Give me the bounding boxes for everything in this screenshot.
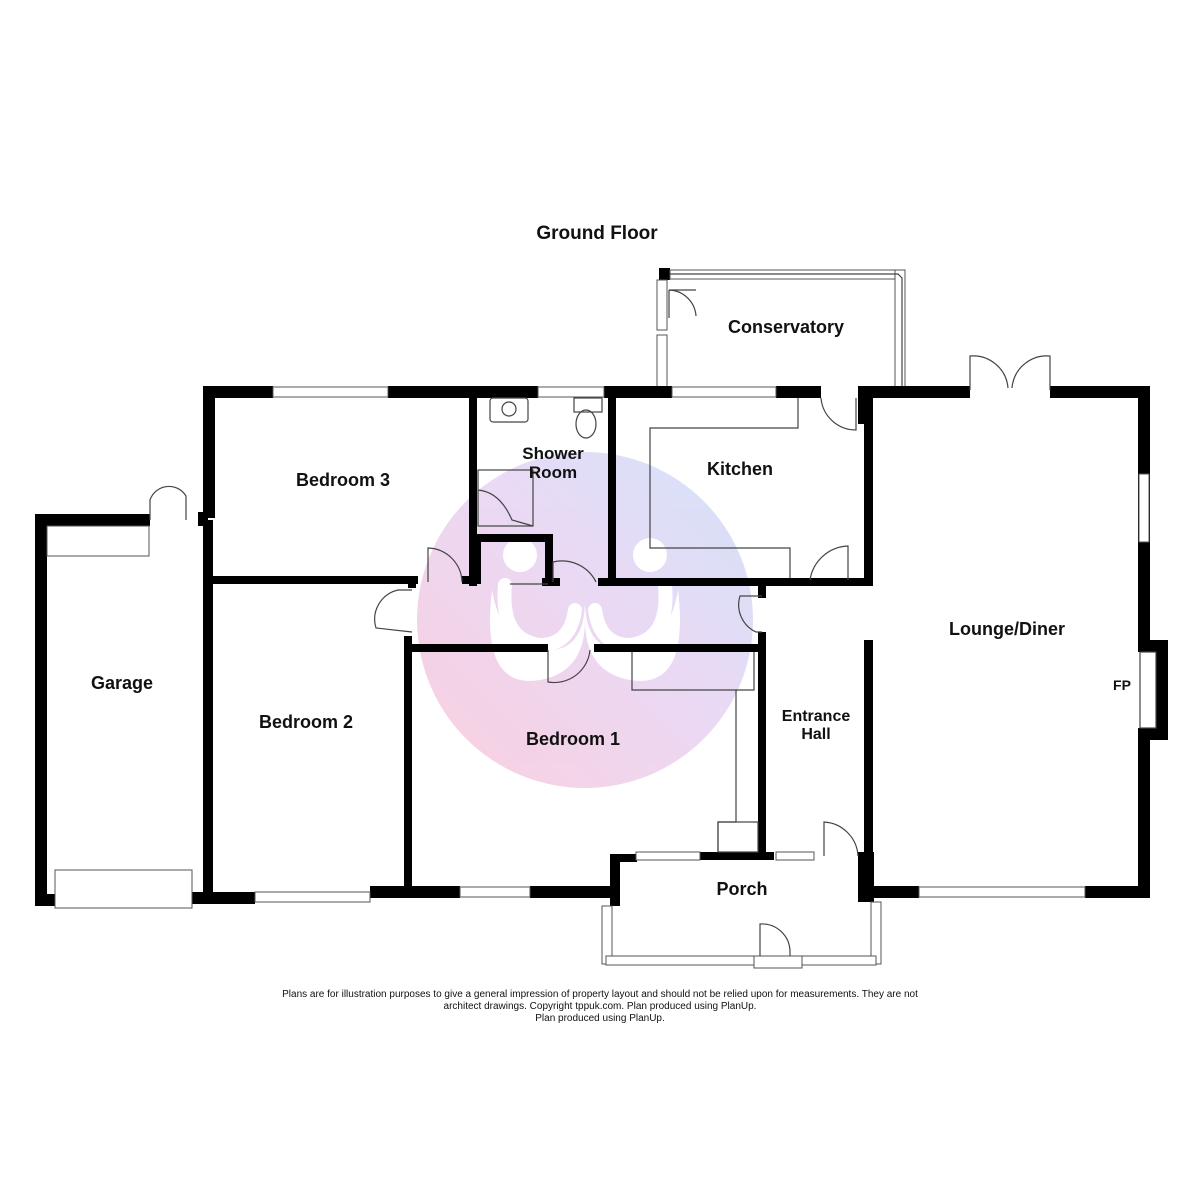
floor-title: Ground Floor [536, 223, 658, 244]
disclaimer-line-1: Plans are for illustration purposes to g… [282, 989, 918, 1000]
disclaimer-line-3: Plan produced using PlanUp. [535, 1013, 665, 1024]
room-label-lounge-diner: Lounge/Diner [949, 619, 1065, 639]
room-label-bedroom-1: Bedroom 1 [526, 729, 620, 749]
wardrobe-units [631, 652, 759, 853]
porch-walls [601, 851, 882, 969]
disclaimer-line-2: architect drawings. Copyright tppuk.com.… [443, 1001, 757, 1012]
fireplace-label: FP [1113, 677, 1131, 693]
doors [149, 355, 1051, 857]
disclaimer: Plans are for illustration purposes to g… [200, 989, 1000, 1025]
kitchen-units [649, 398, 799, 578]
room-label-porch: Porch [716, 879, 767, 899]
room-label-kitchen: Kitchen [707, 459, 773, 479]
room-label-garage: Garage [91, 673, 153, 693]
fireplace [1139, 651, 1157, 729]
room-label-shower-room-line1: Shower [522, 444, 584, 463]
room-label-entrance-hall-line1: Entrance [782, 708, 851, 725]
room-label-entrance-hall-line2: Hall [801, 726, 830, 743]
exterior-walls [35, 386, 1168, 906]
shower-room-fittings [477, 397, 603, 527]
room-label-shower-room-line2: Room [529, 463, 577, 482]
windows [46, 386, 1150, 909]
room-label-conservatory: Conservatory [728, 317, 844, 337]
room-label-bedroom-3: Bedroom 3 [296, 470, 390, 490]
interior-walls [208, 390, 868, 892]
room-label-bedroom-2: Bedroom 2 [259, 712, 353, 732]
